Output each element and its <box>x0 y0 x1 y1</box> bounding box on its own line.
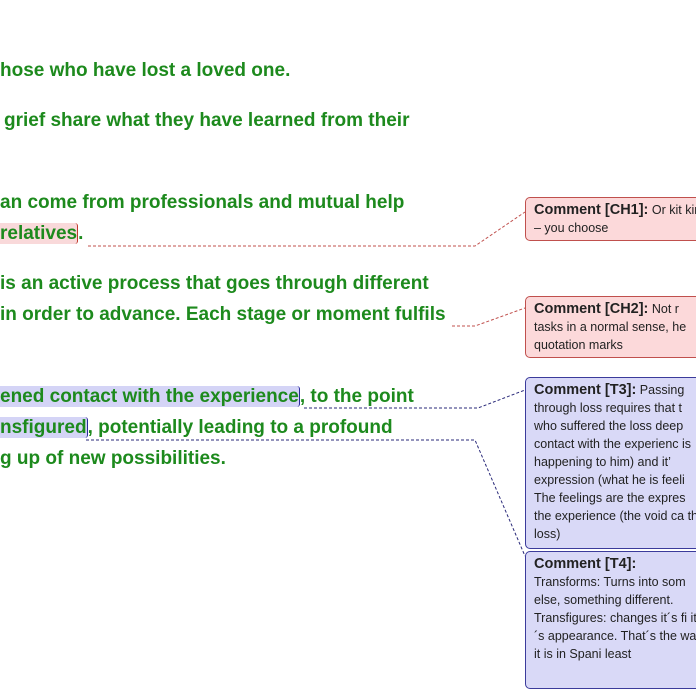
text-line: in order to advance. Each stage or momen… <box>0 304 446 325</box>
text-line: g up of new possibilities. <box>0 448 226 469</box>
comment-ch2[interactable]: Comment [CH2]: Not r tasks in a normal s… <box>525 296 696 358</box>
comment-text: Not r tasks in a normal sense, he quotat… <box>534 302 687 352</box>
text-line: relatives. <box>0 222 83 246</box>
connector-ch1 <box>88 211 526 247</box>
comment-label: Comment [CH2]: <box>534 301 649 317</box>
comment-text: Transforms: Turns into som else, somethi… <box>534 575 696 661</box>
comment-t4[interactable]: Comment [T4]: Transforms: Turns into som … <box>525 551 696 689</box>
text-line: nsfigured, potentially leading to a prof… <box>0 416 393 440</box>
comment-t3[interactable]: Comment [T3]: Passing through loss requi… <box>525 377 696 549</box>
commented-text-t3[interactable]: ened contact with the experience <box>0 386 300 407</box>
comment-label: Comment [T4]: <box>534 556 637 572</box>
connector-t3 <box>304 389 526 409</box>
text-line: hose who have lost a loved one. <box>0 60 291 81</box>
text-line: ened contact with the experience, to the… <box>0 385 414 409</box>
comment-label: Comment [T3]: <box>534 382 637 398</box>
text-line: grief share what they have learned from … <box>4 110 410 131</box>
comment-label: Comment [CH1]: <box>534 202 649 218</box>
text-line: is an active process that goes through d… <box>0 273 429 294</box>
comment-text: Passing through loss requires that t who… <box>534 383 696 541</box>
text-fragment: . <box>78 223 84 244</box>
commented-text-t4[interactable]: nsfigured <box>0 417 88 438</box>
text-fragment: , potentially leading to a profound <box>87 417 393 438</box>
connector-ch2 <box>452 307 526 327</box>
comment-text: Or kit kin – you choose <box>534 203 696 235</box>
commented-text-ch1[interactable]: relatives <box>0 223 79 244</box>
text-line: an come from professionals and mutual he… <box>0 192 405 213</box>
text-fragment: , to the point <box>299 386 414 407</box>
comment-ch1[interactable]: Comment [CH1]: Or kit kin – you choose <box>525 197 696 241</box>
